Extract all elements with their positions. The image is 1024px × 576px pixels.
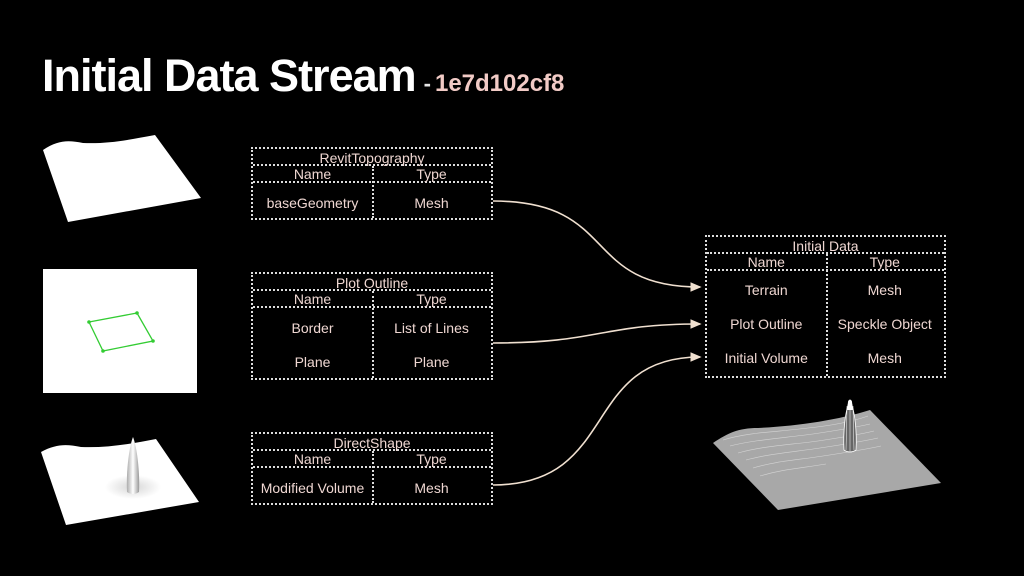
cell-name: Border [291, 320, 334, 336]
title-separator: - [423, 71, 431, 96]
table-row: Plane Plane [253, 352, 491, 372]
combined-wireframe-icon [713, 399, 941, 510]
table-row: Plot Outline Speckle Object [707, 314, 944, 334]
title-text: Initial Data Stream [42, 50, 417, 101]
plot-outline-icon [43, 269, 197, 393]
connector-initial-volume [492, 352, 702, 486]
table-row: baseGeometry Mesh [253, 193, 491, 213]
table-row: Terrain Mesh [707, 280, 944, 300]
column-header: Name [293, 166, 332, 182]
column-header: Type [416, 166, 447, 182]
table-title: Initial Data [707, 237, 944, 254]
cell-type: Plane [413, 354, 450, 370]
cell-name: Plot Outline [730, 316, 803, 332]
table-title: Plot Outline [253, 274, 491, 291]
cell-name: Initial Volume [724, 350, 808, 366]
cell-name: Modified Volume [260, 480, 365, 496]
table-direct-shape: DirectShape Name Type Modified Volume Me… [251, 432, 493, 505]
cell-type: Mesh [414, 480, 449, 496]
table-plot-outline: Plot Outline Name Type Border List of Li… [251, 272, 493, 380]
volume-mesh-icon [41, 437, 199, 525]
table-row: Modified Volume Mesh [253, 478, 491, 498]
page-title: Initial Data Stream-1e7d102cf8 [42, 50, 564, 102]
cell-type: Mesh [414, 195, 449, 211]
cell-type: List of Lines [394, 320, 469, 336]
cell-type: Speckle Object [837, 316, 932, 332]
cell-name: baseGeometry [266, 195, 359, 211]
column-header: Name [293, 451, 332, 467]
table-revit-topography: RevitTopography Name Type baseGeometry M… [251, 147, 493, 220]
connector-terrain [492, 200, 702, 292]
cell-name: Terrain [744, 282, 788, 298]
column-header: Name [293, 291, 332, 307]
terrain-mesh-icon [43, 135, 201, 222]
connector-plot-outline [492, 319, 702, 344]
table-title: RevitTopography [253, 149, 491, 166]
table-title: DirectShape [253, 434, 491, 451]
table-row: Initial Volume Mesh [707, 348, 944, 368]
column-header: Type [416, 291, 447, 307]
column-header: Name [747, 254, 785, 270]
stream-id: 1e7d102cf8 [434, 70, 565, 97]
table-row: Border List of Lines [253, 318, 491, 338]
table-initial-data: Initial Data Name Type Terrain Mesh Plot… [705, 235, 946, 378]
column-header: Type [416, 451, 447, 467]
column-header: Type [869, 254, 900, 270]
cell-name: Plane [294, 354, 331, 370]
cell-type: Mesh [867, 282, 902, 298]
cell-type: Mesh [867, 350, 902, 366]
